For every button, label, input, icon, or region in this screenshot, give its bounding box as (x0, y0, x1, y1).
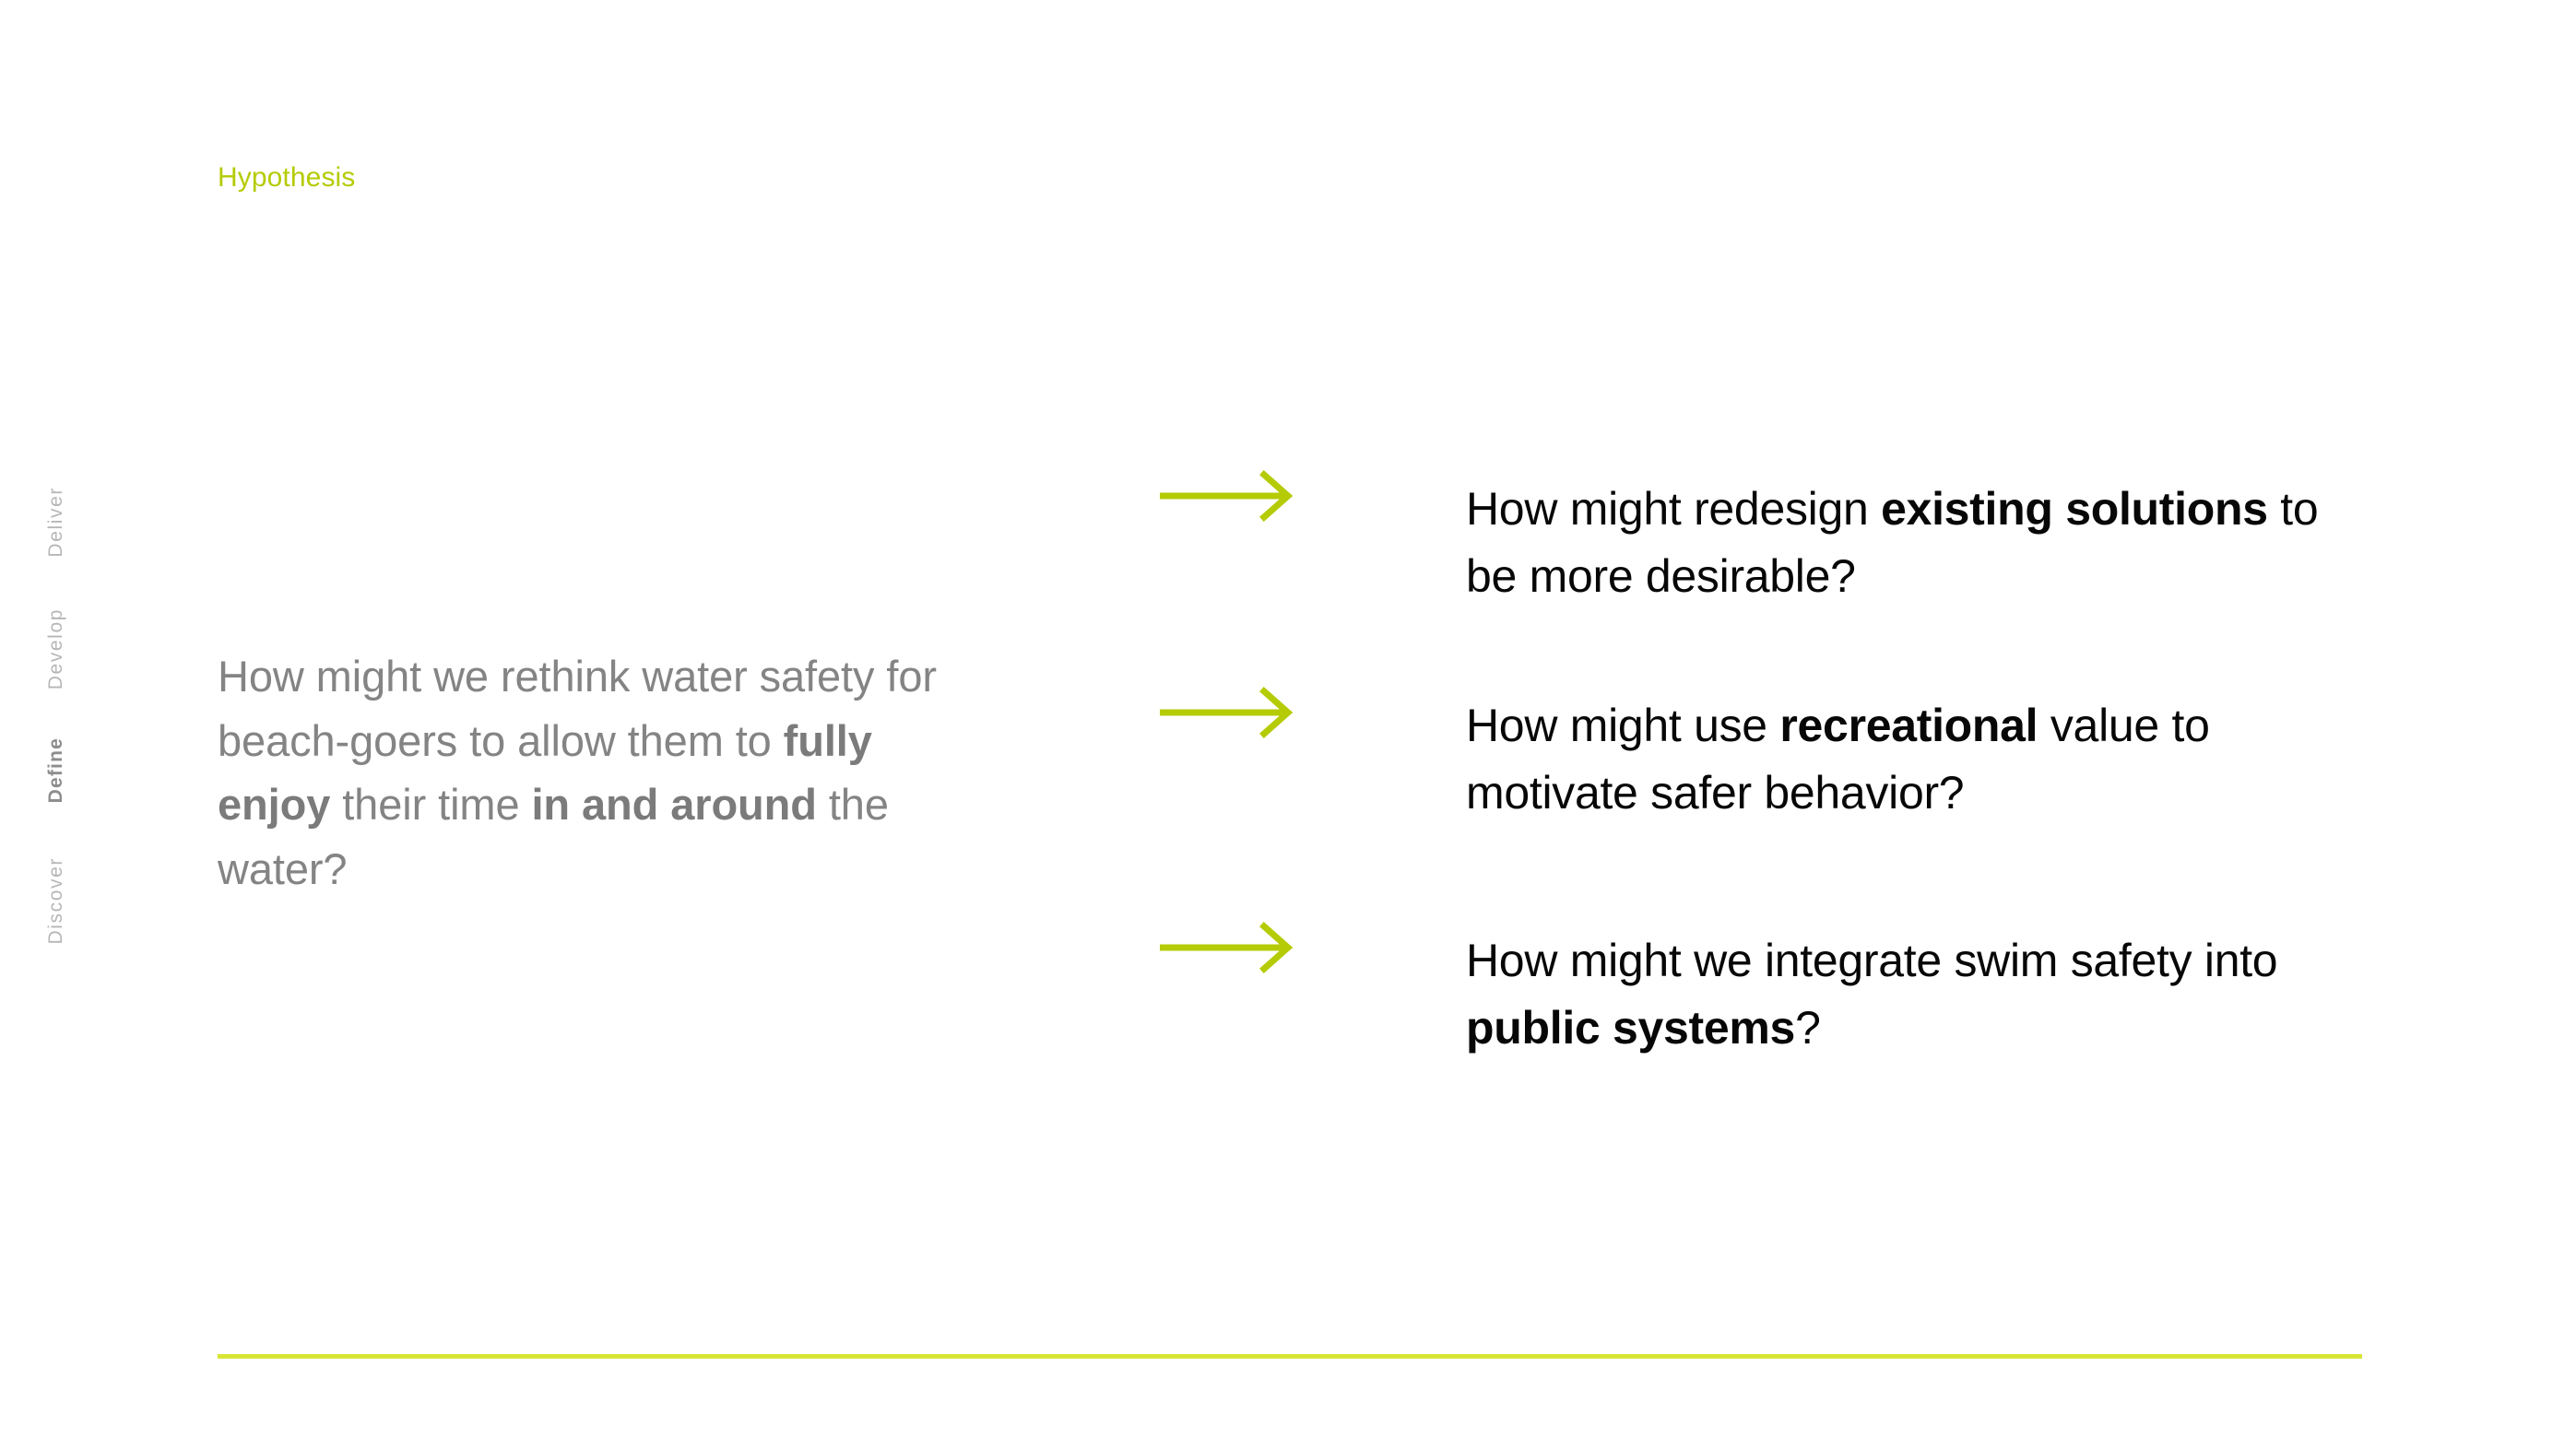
plain-text: How might use (1466, 700, 1780, 751)
plain-text: value to motivate safer behavior? (1466, 700, 2210, 819)
hypothesis-statement: How might we rethink water safety for be… (218, 644, 964, 901)
emphasis-text: in and around (531, 780, 817, 830)
phase-item-define[interactable]: Define (0, 737, 111, 807)
emphasis-text: recreational (1779, 700, 2038, 751)
plain-text: their time (330, 780, 532, 830)
plain-text: How might we integrate swim safety into (1466, 935, 2278, 986)
phase-rail: Deliver Develop Define Discover (0, 0, 111, 1449)
phase-item-label: Define (44, 737, 66, 804)
arrow-right-icon (1160, 922, 1294, 973)
emphasis-text: public systems (1466, 1002, 1796, 1054)
hmw-question-text: How might we integrate swim safety into … (1466, 927, 2342, 1062)
phase-item-discover[interactable]: Discover (0, 857, 111, 948)
phase-item-label: Develop (44, 608, 66, 690)
phase-item-label: Discover (44, 857, 66, 945)
plain-text: How might redesign (1466, 483, 1882, 535)
plain-text: to be more desirable? (1466, 483, 2319, 602)
phase-item-develop[interactable]: Develop (0, 608, 111, 693)
plain-text: ? (1795, 1002, 1821, 1054)
plain-text: the water? (218, 780, 889, 893)
emphasis-text: existing solutions (1881, 483, 2268, 535)
arrow-right-icon (1160, 470, 1294, 522)
hmw-question-text: How might redesign existing solutions to… (1466, 476, 2342, 610)
section-label: Hypothesis (218, 162, 356, 193)
plain-text: How might we rethink water safety for be… (218, 652, 937, 765)
arrow-right-icon (1160, 687, 1294, 738)
hmw-question-text: How might use recreational value to moti… (1466, 692, 2342, 827)
footer-rule (218, 1354, 2362, 1359)
emphasis-text: fully enjoy (218, 715, 872, 830)
phase-item-label: Deliver (44, 487, 66, 558)
phase-item-deliver[interactable]: Deliver (0, 487, 111, 561)
